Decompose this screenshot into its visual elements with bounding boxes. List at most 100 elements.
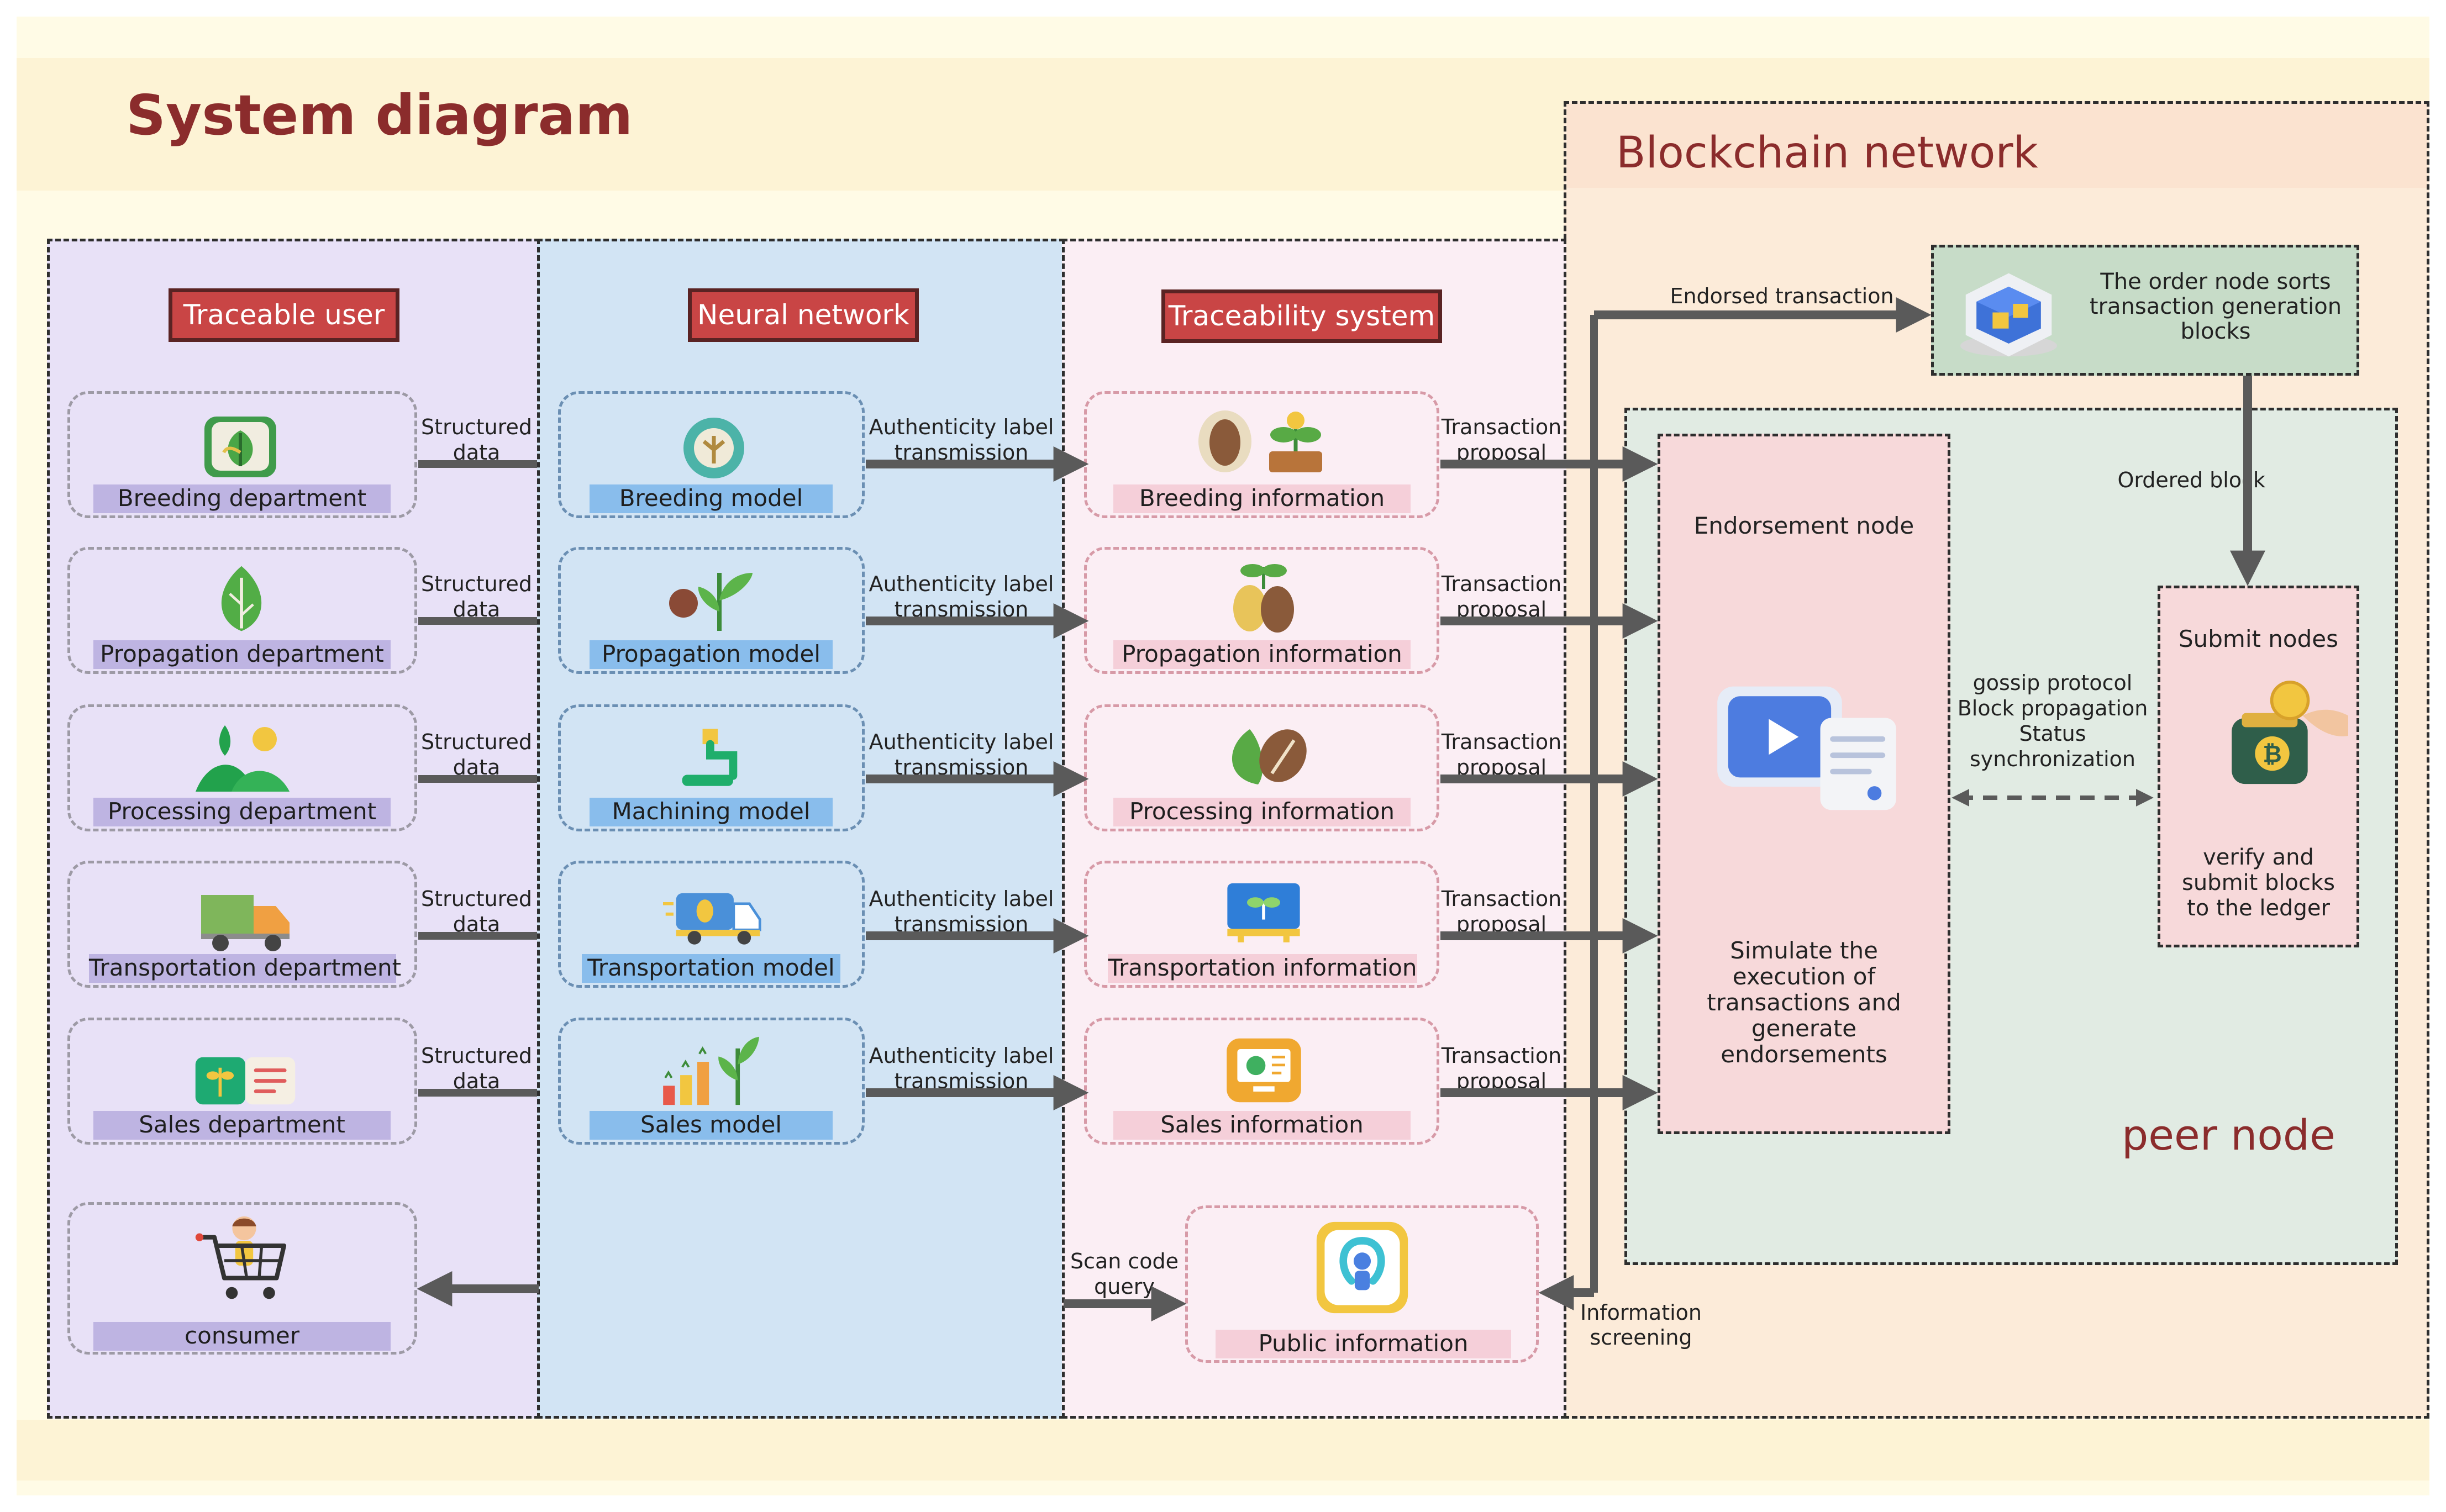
consumer-card[interactable]: consumer [67,1202,417,1355]
leaf-and-seed-icon [1232,729,1307,784]
processing-department-label: Processing department [93,798,391,826]
robot-arm-icon [682,729,738,786]
sales-model-card: Sales model [558,1018,865,1145]
submit-nodes-desc-3: to the ledger [2187,895,2330,921]
scan-code-label-line-1: Scan code [1070,1249,1179,1273]
propagation-model-label: Propagation model [590,640,833,669]
public-information-card[interactable]: Public information [1185,1205,1539,1363]
leaf-icon [221,566,262,631]
transportation-department-card: Transportation department [67,861,417,988]
scan-code-label-line-2: query [1094,1274,1155,1299]
seed-disc-icon [683,418,744,478]
truck-icon [201,895,290,951]
propagation-department-label: Propagation department [93,640,391,669]
sales-model-label: Sales model [590,1111,833,1140]
transportation-model-card: Transportation model [558,861,865,988]
processing-information-label: Processing information [1113,798,1411,826]
traceability-system-title: Traceability system [1161,289,1442,343]
shopping-cart-icon [195,1216,287,1299]
order-node-text: The order node sorts transaction generat… [2089,269,2342,344]
leaf-badge-icon [204,417,276,477]
breeding-department-card: Breeding department [67,391,417,518]
structured-data-label-1-line-2: data [453,440,501,465]
sales-department-card: Sales department [67,1018,417,1145]
structured-data-label-4-line-1: Structured [421,887,532,911]
seedling-icon [669,573,753,631]
neural-network-title: Neural network [688,288,919,342]
sales-information-label: Sales information [1113,1111,1411,1140]
breeding-information-card: Breeding information [1084,391,1439,518]
peer-node-label: peer node [2122,1110,2335,1160]
authenticity-label-5-line-2: transmission [894,1069,1029,1093]
transaction-label-4-line-1: Transaction [1441,887,1562,911]
transaction-label-4-line-2: proposal [1456,912,1547,936]
blockchain-header-strip [1567,104,2427,188]
information-screening-line-2: screening [1590,1325,1692,1350]
authenticity-label-1-line-2: transmission [894,440,1029,465]
processing-information-card: Processing information [1084,704,1439,831]
sales-department-label: Sales department [93,1111,391,1140]
seeds-and-sprout-icon [1233,564,1294,633]
transaction-label-1-line-2: proposal [1456,440,1547,465]
structured-data-label-3-line-2: data [453,755,501,779]
sales-card-icon [195,1057,296,1105]
transaction-label-5-line-2: proposal [1456,1069,1547,1093]
computer-plant-icon [1227,1038,1301,1103]
structured-data-label-3-line-1: Structured [421,730,532,754]
transaction-label-1-line-1: Transaction [1441,415,1562,439]
structured-data-label-5-line-1: Structured [421,1044,532,1068]
delivery-van-icon [663,893,761,945]
authenticity-label-5-line-1: Authenticity label [869,1044,1054,1068]
authenticity-label-3-line-2: transmission [894,755,1029,779]
breeding-model-label: Breeding model [590,484,833,513]
submit-nodes-desc-1: verify and [2203,845,2314,870]
traceable-user-title: Traceable user [169,288,399,342]
endorsement-node-desc: Simulate the execution of transactions a… [1707,937,1901,1068]
monitor-sprout-icon [1227,883,1300,942]
propagation-information-card: Propagation information [1084,547,1439,674]
consumer-label: consumer [93,1322,391,1351]
gossip-line-2: Block propagation [1957,696,2148,720]
submit-nodes-title: Submit nodes [2178,625,2339,652]
transportation-model-label: Transportation model [582,954,840,983]
sprout-hills-icon [196,725,290,792]
diagram-title: System diagram [126,83,633,147]
bitcoin-wallet-icon: ₿ [2232,681,2348,784]
machining-model-label: Machining model [590,798,833,826]
authenticity-label-4-line-1: Authenticity label [869,887,1054,911]
authenticity-label-4-line-2: transmission [894,912,1029,936]
structured-data-label-2-line-1: Structured [421,572,532,596]
breeding-model-card: Breeding model [558,391,865,518]
seed-and-pot-icon [1198,410,1322,472]
gossip-line-3: Status [2019,721,2086,746]
structured-data-label-5-line-2: data [453,1069,501,1093]
authenticity-label-2-line-2: transmission [894,597,1029,621]
structured-data-label-2-line-2: data [453,597,501,621]
gossip-line-1: gossip protocol [1972,671,2133,695]
public-information-label: Public information [1216,1330,1511,1358]
transaction-label-3-line-2: proposal [1456,755,1547,779]
transportation-information-card: Transportation information [1084,861,1439,988]
blockchain-network-title: Blockchain network [1616,128,2038,178]
bottom-band [17,1420,2429,1481]
transaction-label-2-line-2: proposal [1456,597,1547,621]
video-document-icon [1717,686,1896,810]
authenticity-label-3-line-1: Authenticity label [869,730,1054,754]
authenticity-label-1-line-1: Authenticity label [869,415,1054,439]
authenticity-label-2-line-1: Authenticity label [869,572,1054,596]
cube-icon [1960,273,2057,357]
breeding-department-label: Breeding department [93,484,391,513]
submit-nodes-desc-2: submit blocks [2181,870,2335,895]
propagation-model-card: Propagation model [558,547,865,674]
structured-data-label-1-line-1: Structured [421,415,532,439]
ordered-block-label: Ordered block [2117,468,2265,492]
endorsement-node-title: Endorsement node [1693,512,1914,539]
trace-app-icon [1316,1221,1408,1314]
transaction-label-2-line-1: Transaction [1441,572,1562,596]
gossip-line-4: synchronization [1969,747,2136,771]
transportation-information-label: Transportation information [1108,954,1417,983]
sales-information-card: Sales information [1084,1018,1439,1145]
growth-chart-icon [663,1036,759,1105]
endorsed-transaction-label: Endorsed transaction [1670,284,1894,308]
